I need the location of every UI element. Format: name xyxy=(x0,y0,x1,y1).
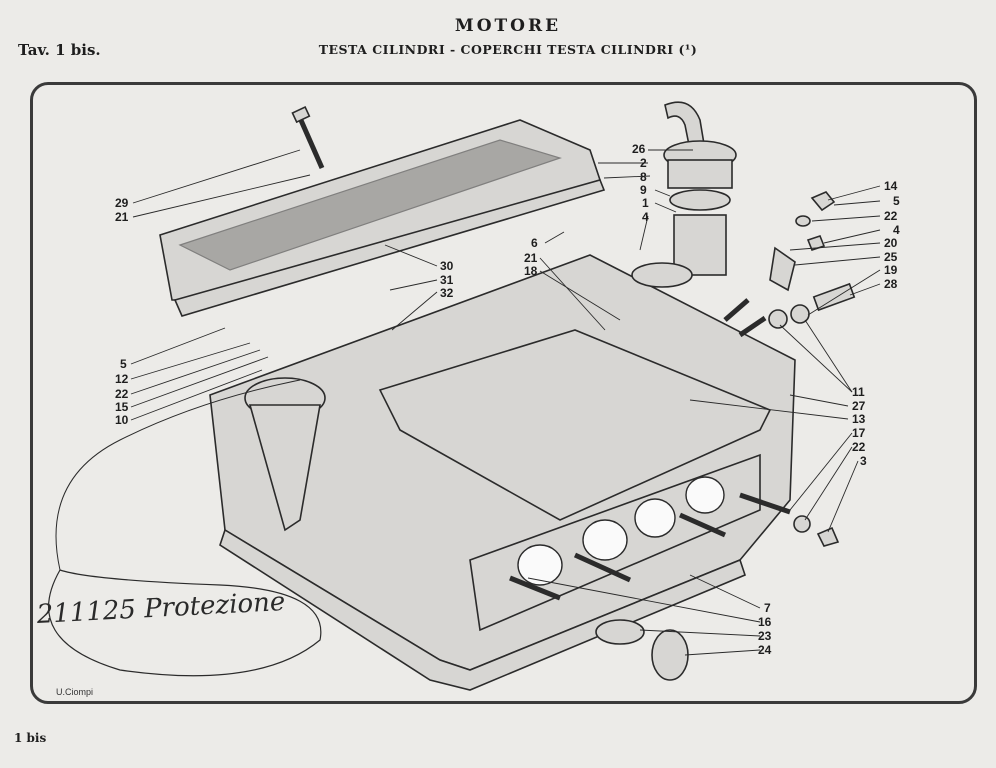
callout: 30 xyxy=(440,259,454,273)
cylinder-head xyxy=(209,254,796,691)
diagram-frame xyxy=(30,82,977,704)
callout: 18 xyxy=(524,264,538,278)
diagram-title: MOTORE xyxy=(454,16,562,36)
callout: 22 xyxy=(115,387,129,401)
studs xyxy=(509,298,791,601)
callout: 26 xyxy=(632,142,646,156)
callout: 10 xyxy=(115,413,129,427)
cover-bolt xyxy=(291,106,325,170)
leader-lines xyxy=(130,149,881,656)
callout: 14 xyxy=(884,179,898,193)
callout: 15 xyxy=(115,400,129,414)
callout: 17 xyxy=(852,426,866,440)
callout: 27 xyxy=(852,399,866,413)
callout: 24 xyxy=(758,643,772,657)
callout-labels: 29 21 30 31 32 5 12 22 15 10 26 2 8 9 1 … xyxy=(115,142,900,657)
page-number: 1 bis xyxy=(14,731,47,745)
callout: 7 xyxy=(764,601,771,615)
callout: 13 xyxy=(852,412,866,426)
plate-label: Tav. 1 bis. xyxy=(18,41,101,59)
artist-signature: U.Ciompi xyxy=(56,687,94,697)
callout: 21 xyxy=(115,210,129,224)
callout: 5 xyxy=(893,194,900,208)
callout: 32 xyxy=(440,286,454,300)
callout: 4 xyxy=(893,223,900,237)
callout: 2 xyxy=(640,156,647,170)
loose-hardware xyxy=(768,191,856,547)
callout: 22 xyxy=(852,440,866,454)
callout: 12 xyxy=(115,372,129,386)
handwritten-loop xyxy=(48,569,322,677)
diagram-subtitle: TESTA CILINDRI - COPERCHI TESTA CILINDRI… xyxy=(318,42,698,57)
callout: 4 xyxy=(642,210,649,224)
callout: 25 xyxy=(884,250,898,264)
handwritten-tail xyxy=(55,379,301,571)
callout: 31 xyxy=(440,273,454,287)
gaskets xyxy=(595,619,689,681)
callout: 9 xyxy=(640,183,647,197)
thermostat-housing xyxy=(631,101,737,288)
callout: 28 xyxy=(884,277,898,291)
callout: 23 xyxy=(758,629,772,643)
callout: 29 xyxy=(115,196,129,210)
callout: 22 xyxy=(884,209,898,223)
callout: 3 xyxy=(860,454,867,468)
callout: 19 xyxy=(884,263,898,277)
rocker-cover xyxy=(159,119,606,317)
callout: 11 xyxy=(852,385,865,399)
callout: 16 xyxy=(758,615,772,629)
callout: 1 xyxy=(642,196,649,210)
callout: 8 xyxy=(640,170,647,184)
callout: 21 xyxy=(524,251,538,265)
callout: 20 xyxy=(884,236,898,250)
callout: 6 xyxy=(531,236,538,250)
callout: 5 xyxy=(120,357,127,371)
